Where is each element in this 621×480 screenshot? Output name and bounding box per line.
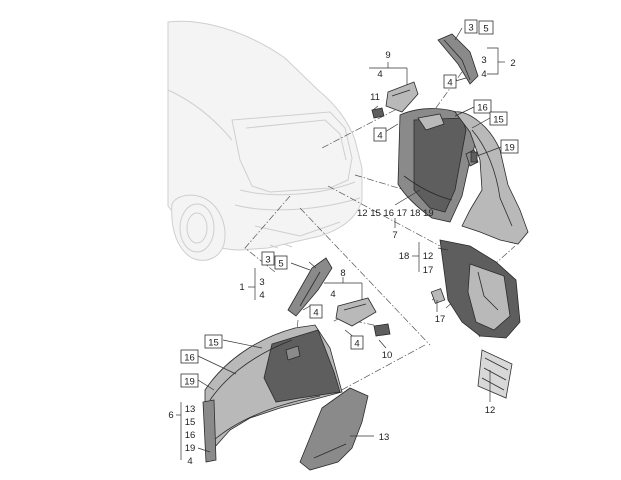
callout-labels: 3 5 3 4 2 4 9 4 11 4 16 15 19 12 15 16 1… xyxy=(168,19,519,467)
svg-text:19: 19 xyxy=(184,377,195,388)
svg-text:5: 5 xyxy=(483,24,488,35)
callout-17-b: 17 xyxy=(435,314,446,325)
svg-text:4: 4 xyxy=(313,308,318,319)
svg-text:15: 15 xyxy=(493,115,504,126)
callout-13-list: 13 xyxy=(185,404,196,415)
callout-9: 9 xyxy=(385,50,390,61)
net-pocket-12 xyxy=(477,349,513,399)
callout-16-upper: 16 xyxy=(473,99,492,114)
callout-3-left: 3 xyxy=(261,251,275,266)
callout-12-a: 12 xyxy=(423,251,434,262)
callout-7-list: 12 15 16 17 18 19 xyxy=(357,208,434,219)
callout-8: 8 xyxy=(340,268,345,279)
callout-2: 2 xyxy=(510,58,515,69)
svg-text:5: 5 xyxy=(278,259,283,270)
svg-text:4: 4 xyxy=(354,339,359,350)
lower-right-trim-panel xyxy=(439,239,521,339)
callout-4-lower-clip: 4 xyxy=(309,304,323,319)
callout-4-left-list: 4 xyxy=(259,290,264,301)
callout-1: 1 xyxy=(239,282,244,293)
svg-text:19: 19 xyxy=(504,143,515,154)
fastener-17 xyxy=(430,288,446,304)
callout-4-upper-clip: 4 xyxy=(443,74,457,89)
callout-16-list: 16 xyxy=(185,430,196,441)
callout-7: 7 xyxy=(392,230,397,241)
callout-19-list: 19 xyxy=(185,443,196,454)
callout-17-a: 17 xyxy=(423,265,434,276)
callout-5-left: 5 xyxy=(274,255,288,270)
callout-4-under-8: 4 xyxy=(330,289,335,300)
lower-pillar-trim xyxy=(287,257,333,317)
lower-small-part-10 xyxy=(373,323,391,337)
callout-3-right: 3 xyxy=(481,55,486,66)
callout-11: 11 xyxy=(370,92,380,103)
lower-bracket-8 xyxy=(335,297,377,327)
upper-clip-19 xyxy=(470,151,478,163)
callout-3-left-list: 3 xyxy=(259,277,264,288)
svg-text:3: 3 xyxy=(468,23,473,34)
callout-4-list-lower: 4 xyxy=(187,456,192,467)
callout-4-bracket-upper: 4 xyxy=(373,127,387,142)
callout-4-under-9: 4 xyxy=(377,69,382,80)
callout-3-top: 3 xyxy=(464,19,478,34)
callout-19-upper: 19 xyxy=(500,139,519,154)
callout-15-lower: 15 xyxy=(204,334,223,349)
callout-4-bracket-lower: 4 xyxy=(350,335,364,350)
svg-text:15: 15 xyxy=(208,338,219,349)
callout-5-top: 5 xyxy=(478,20,494,35)
svg-text:4: 4 xyxy=(377,131,382,142)
vehicle-silhouette xyxy=(167,20,363,261)
callout-18: 18 xyxy=(399,251,410,262)
svg-text:16: 16 xyxy=(477,103,488,114)
svg-text:3: 3 xyxy=(265,255,270,266)
svg-text:4: 4 xyxy=(447,78,452,89)
callout-13: 13 xyxy=(379,432,390,443)
callout-15-upper: 15 xyxy=(489,111,508,126)
callout-12-b: 12 xyxy=(485,405,496,416)
upper-small-part-11 xyxy=(371,107,385,119)
callout-4-right: 4 xyxy=(481,69,486,80)
leader-lines xyxy=(176,27,505,460)
upper-right-trim-panel xyxy=(397,108,479,223)
callout-15-list: 15 xyxy=(185,417,196,428)
callout-6: 6 xyxy=(168,410,173,421)
upper-bracket-9 xyxy=(385,81,419,113)
lower-trim-panel-13 xyxy=(299,387,369,471)
svg-text:16: 16 xyxy=(184,353,195,364)
upper-pillar-trim xyxy=(437,33,479,85)
lower-left-side-trim xyxy=(202,324,343,463)
callout-10: 10 xyxy=(382,350,393,361)
callout-19-lower: 19 xyxy=(180,373,199,388)
callout-16-lower: 16 xyxy=(180,349,199,364)
